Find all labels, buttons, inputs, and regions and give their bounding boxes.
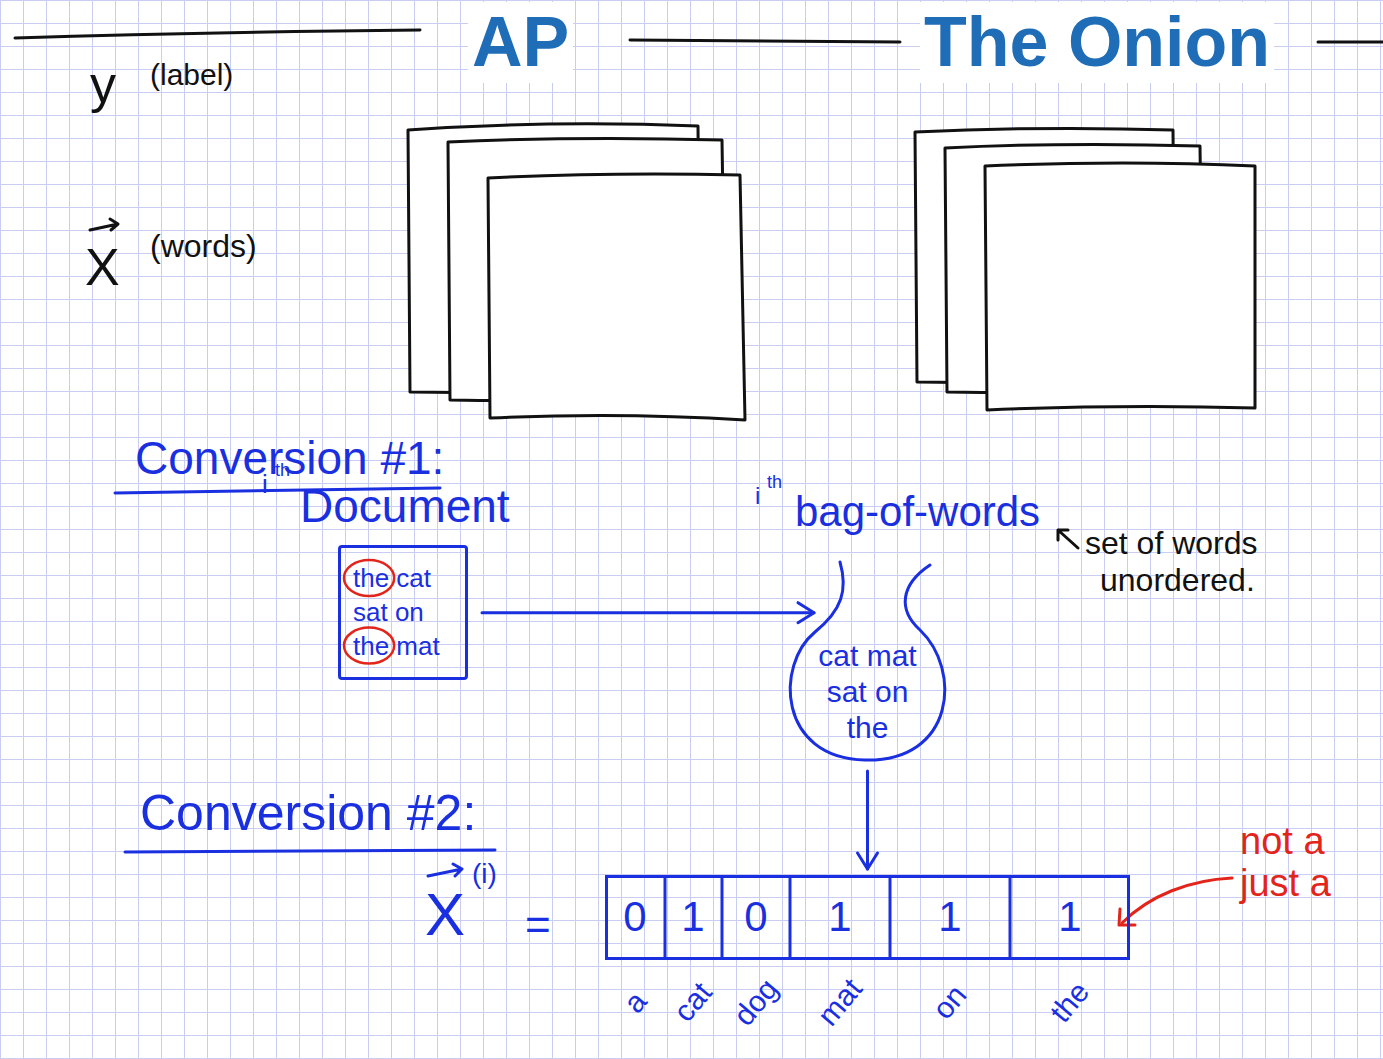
caption: Document [300,480,510,533]
superscript: th [275,460,290,481]
paper-sheet [488,174,745,420]
word-bag: cat mat sat on the [770,560,965,765]
header-rule [15,30,420,38]
superscript: (i) [472,858,497,890]
index-symbol: i [262,470,268,500]
vocab-word: dog [727,972,786,1033]
paper-sheet [985,163,1255,410]
cell-value: 0 [744,893,767,941]
cell-value: 1 [681,893,704,941]
document-text: the cat sat on the mat [353,562,453,663]
header-rule [630,40,900,42]
cell-value: 0 [623,893,646,941]
note: not a [1240,820,1325,864]
bag-outline [790,562,945,760]
paper-stack: AP [400,0,750,425]
annotation: (label) [150,58,233,93]
note: just a [1240,862,1331,906]
vocab-word: a [616,985,653,1020]
connector-line [866,771,869,869]
leader-line [1122,878,1232,923]
step-heading: Conversion #2: [140,785,476,843]
vector-symbol: X [85,238,120,298]
arrowhead [858,853,878,869]
source-heading: AP [468,2,573,83]
vocab-word: cat [667,976,719,1029]
vector-arrow [90,219,118,230]
caption: bag-of-words [795,488,1040,536]
cell-divider [664,878,667,957]
note: unordered. [1100,562,1255,599]
vector-arrow [428,864,462,876]
arrowhead [798,603,814,623]
feature-vector: 010111 [605,875,1130,960]
header-rule [1318,41,1383,44]
cell-value: 1 [1058,893,1081,941]
paper-stack: The Onion [905,0,1305,415]
cell-value: 1 [828,893,851,941]
annotation: (words) [150,228,257,265]
document-box: the cat sat on the mat [338,545,468,680]
underline [125,850,495,852]
axis-symbol: y [90,55,116,115]
vector-symbol: X [425,880,465,949]
vocab-word: the [1043,975,1096,1029]
superscript: th [767,472,782,493]
vocab-word: mat [811,972,870,1032]
connector-line [482,611,814,614]
pointer-arrow [1058,530,1078,548]
connector [858,771,878,869]
cell-divider [1009,878,1012,957]
cell-divider [889,878,892,957]
vocab-word: on [926,978,974,1026]
shape-outline [400,0,750,425]
source-heading: The Onion [920,2,1274,83]
connector [482,603,814,623]
equals-sign: = [525,900,551,951]
cell-divider [789,878,792,957]
leader-arrowhead [1119,909,1135,925]
cell-divider [721,878,724,957]
index-symbol: i [755,482,760,510]
cell-value: 1 [938,893,961,941]
bag-words: cat mat sat on the [808,638,928,746]
note: set of words [1085,525,1258,562]
